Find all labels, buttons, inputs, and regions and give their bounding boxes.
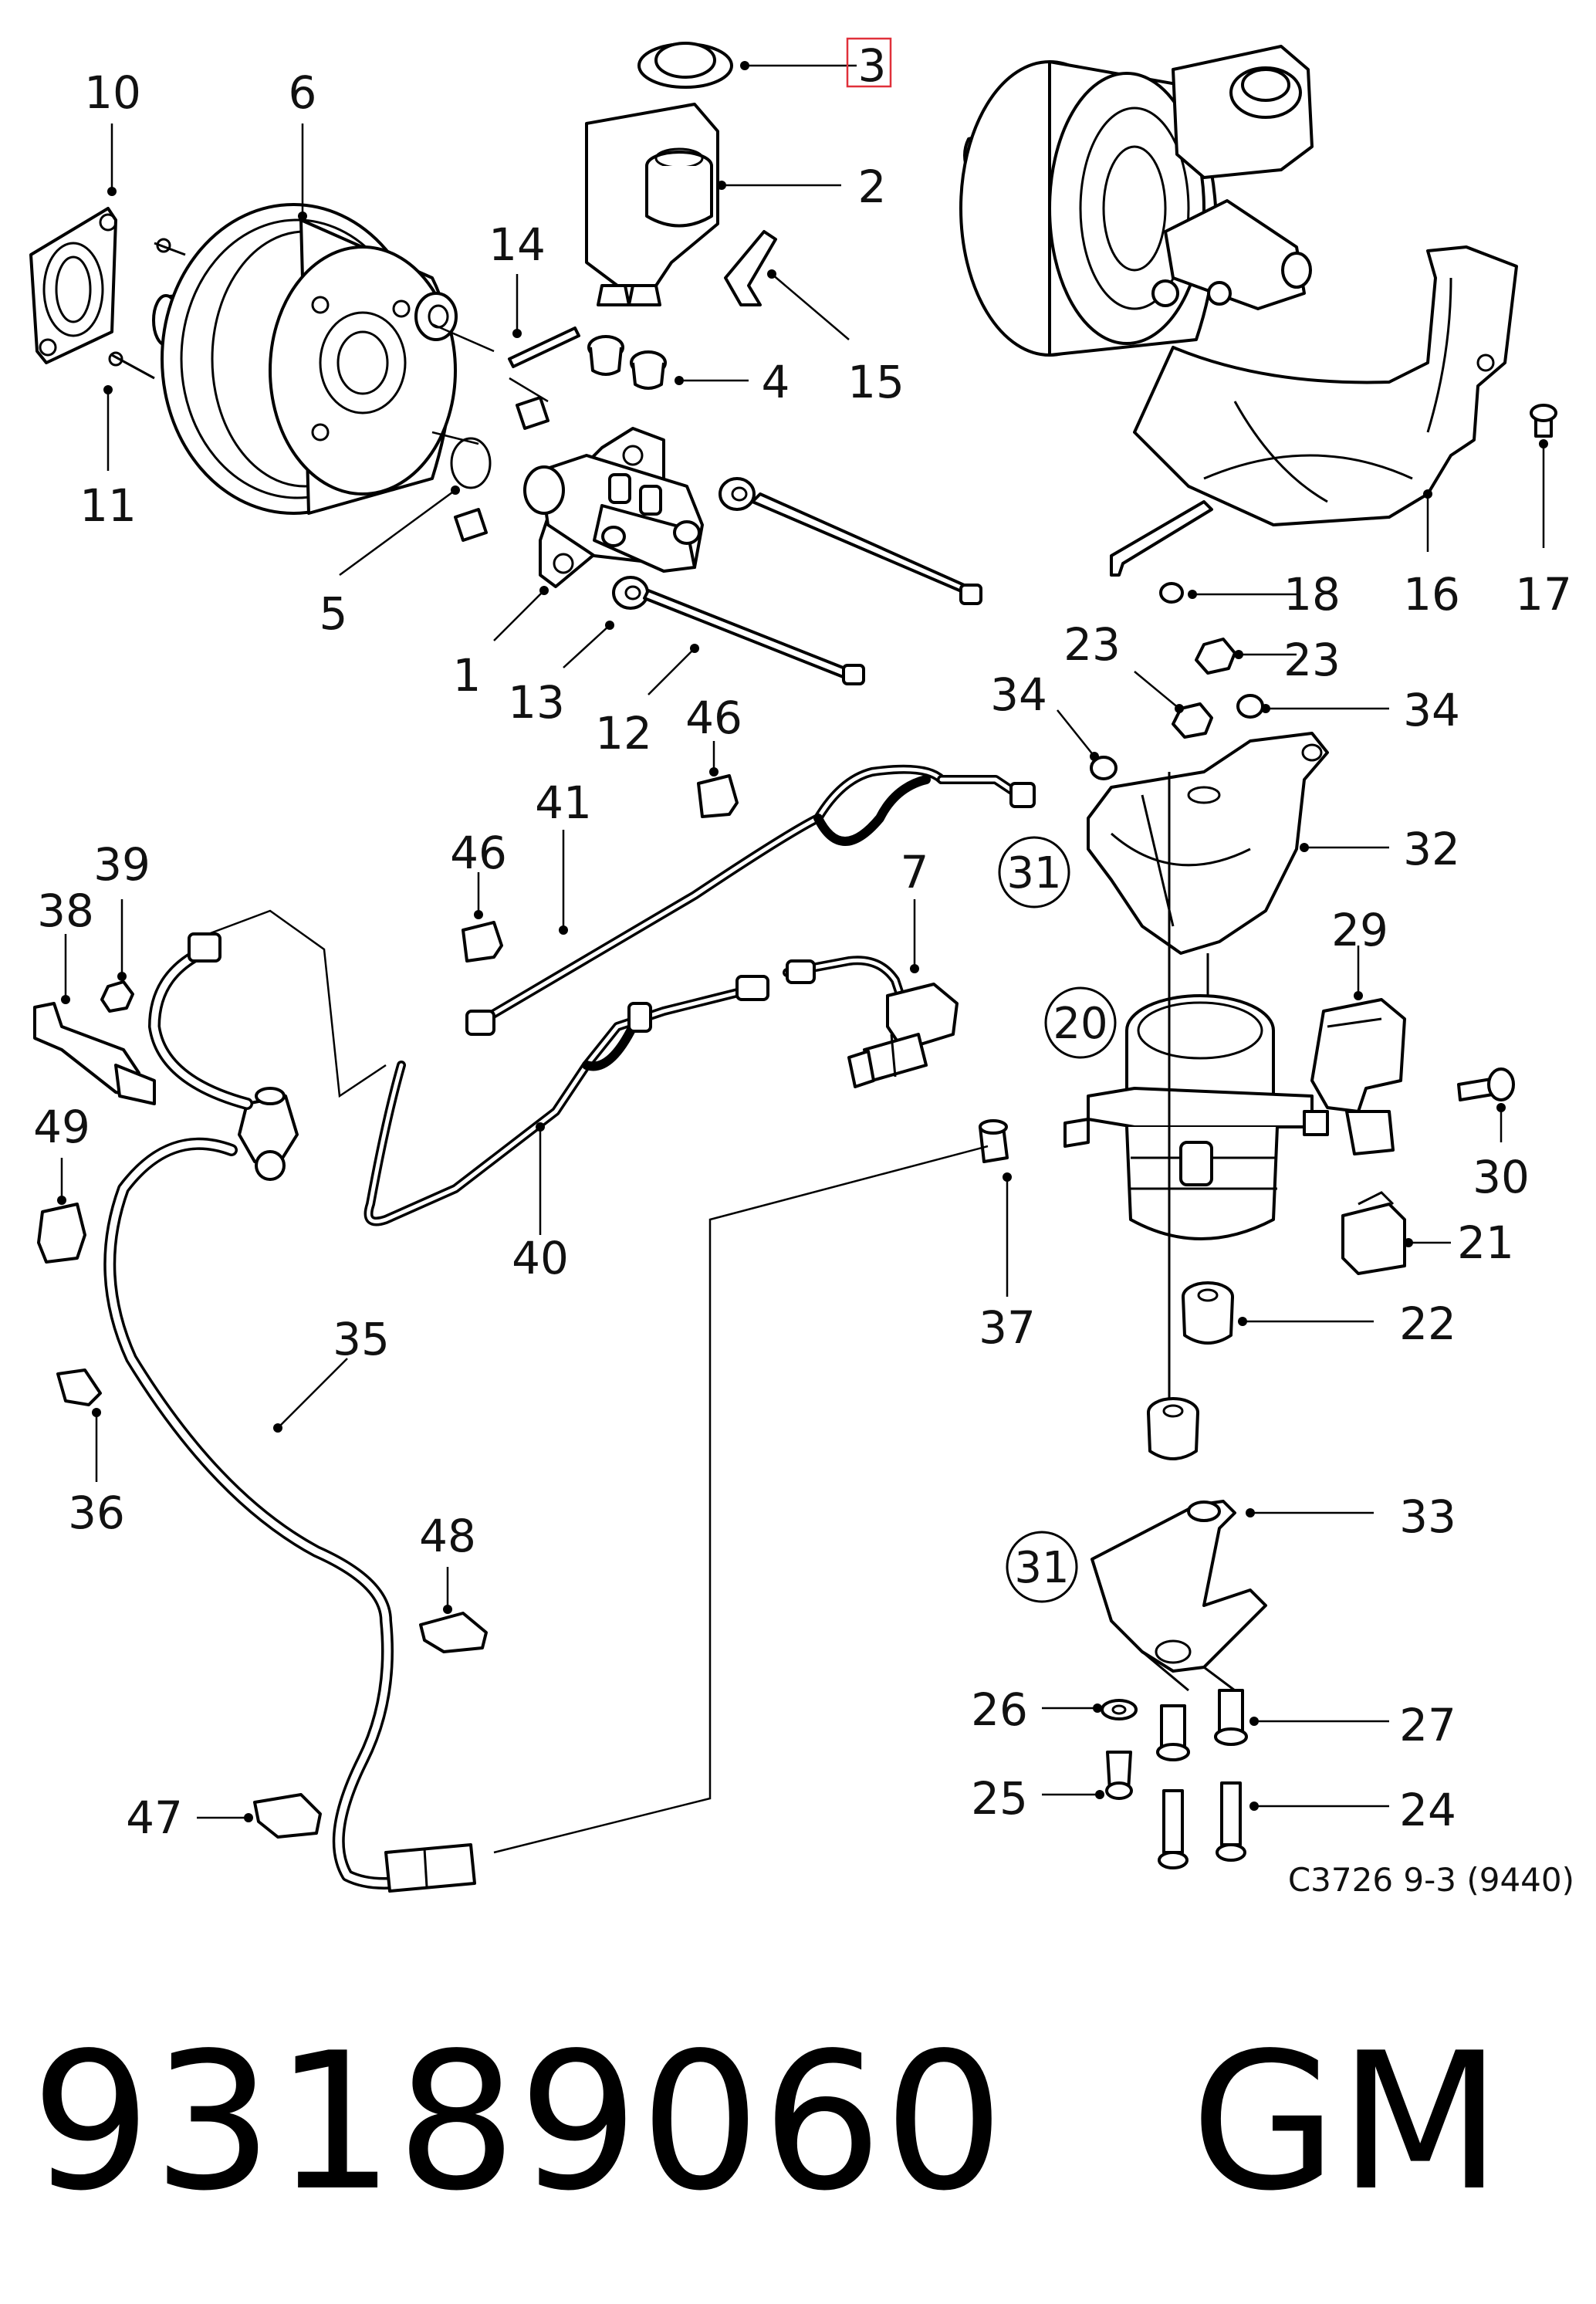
label-31-lower: 31 xyxy=(1014,1543,1069,1593)
label-27: 27 xyxy=(1399,1699,1456,1751)
diagram-caption: C3726 9-3 (9440) xyxy=(1288,1861,1574,1899)
label-26: 26 xyxy=(971,1683,1028,1736)
label-5: 5 xyxy=(320,587,348,640)
vacuum-pump-part-20 xyxy=(1063,638,1329,1413)
label-39: 39 xyxy=(93,838,150,891)
label-29: 29 xyxy=(1331,904,1388,956)
pump-connector-part-29 xyxy=(1310,998,1515,1275)
circle-31-upper xyxy=(998,836,1070,908)
heat-shield-part-16 xyxy=(1110,245,1557,604)
label-46-left: 46 xyxy=(450,827,507,879)
footer-spacer xyxy=(1006,2012,1191,2232)
label-49: 49 xyxy=(33,1101,90,1153)
label-6: 6 xyxy=(289,66,317,119)
pump-mount-grommets xyxy=(979,1119,1234,1460)
label-1: 1 xyxy=(453,649,482,702)
label-18: 18 xyxy=(1283,568,1341,621)
part-number: 93189060 xyxy=(31,2012,1006,2232)
label-14: 14 xyxy=(489,218,546,271)
label-17: 17 xyxy=(1515,568,1572,621)
label-40: 40 xyxy=(512,1232,569,1284)
callout-labels: 10 6 3 2 14 4 15 11 5 1 13 12 18 16 17 2… xyxy=(33,39,1572,1844)
label-16: 16 xyxy=(1403,568,1460,621)
label-31-upper: 31 xyxy=(1006,848,1061,898)
part-number-footer: 93189060 GM xyxy=(31,1999,1574,2246)
label-13: 13 xyxy=(508,676,565,729)
assembled-booster-view xyxy=(959,45,1314,357)
brake-booster-part-6 xyxy=(29,203,492,515)
brake-system-exploded-diagram: 10 6 3 2 14 4 15 11 5 1 13 12 18 16 17 2… xyxy=(29,37,1574,1899)
label-23-left: 23 xyxy=(1063,618,1121,671)
label-21: 21 xyxy=(1457,1216,1514,1269)
label-20: 20 xyxy=(1053,999,1107,1049)
circle-20 xyxy=(1044,986,1117,1059)
label-47: 47 xyxy=(126,1791,183,1844)
label-46-right: 46 xyxy=(685,692,742,744)
mounting-clips xyxy=(33,774,739,1839)
label-38: 38 xyxy=(37,885,94,937)
master-cylinder-part-1 xyxy=(454,396,982,685)
label-36: 36 xyxy=(68,1487,125,1539)
solenoid-valve-part-7 xyxy=(847,983,959,1088)
brand-name: GM xyxy=(1190,2012,1503,2232)
label-3: 3 xyxy=(858,39,887,92)
vacuum-line-part-41 xyxy=(465,764,1036,1036)
label-41: 41 xyxy=(535,776,592,829)
vacuum-line-part-40 xyxy=(363,956,908,1226)
label-25: 25 xyxy=(971,1772,1028,1825)
label-2: 2 xyxy=(858,161,887,213)
label-15: 15 xyxy=(847,356,905,408)
fluid-reservoir-part-2 xyxy=(508,42,777,390)
label-22: 22 xyxy=(1399,1297,1456,1350)
label-23-right: 23 xyxy=(1283,634,1341,686)
label-33: 33 xyxy=(1399,1490,1456,1543)
label-32: 32 xyxy=(1403,823,1460,875)
label-7: 7 xyxy=(901,846,929,898)
label-24: 24 xyxy=(1399,1784,1456,1836)
label-34-left: 34 xyxy=(990,668,1047,721)
label-30: 30 xyxy=(1473,1151,1530,1203)
label-34-right: 34 xyxy=(1403,684,1460,736)
lower-bracket-part-33 xyxy=(1090,1500,1267,1869)
label-37: 37 xyxy=(979,1301,1036,1354)
label-4: 4 xyxy=(762,356,790,408)
label-11: 11 xyxy=(79,479,137,532)
label-48: 48 xyxy=(419,1510,476,1562)
highlight-box-3 xyxy=(846,37,892,88)
label-35: 35 xyxy=(333,1313,390,1365)
label-12: 12 xyxy=(595,707,652,760)
vacuum-hose-part-35 xyxy=(103,932,476,1893)
leader-lines xyxy=(57,61,1548,1854)
circle-31-lower xyxy=(1006,1531,1078,1603)
label-10: 10 xyxy=(84,66,141,119)
